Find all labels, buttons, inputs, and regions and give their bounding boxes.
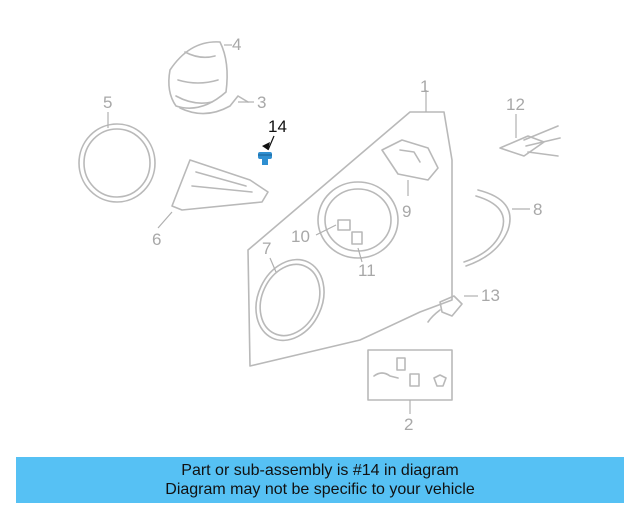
part-4-cap	[168, 41, 232, 109]
callout-3: 3	[257, 93, 266, 112]
part-5-seal-ring	[78, 112, 156, 203]
callout-1: 1	[420, 77, 429, 96]
callout-4: 4	[232, 35, 241, 54]
info-banner: Part or sub-assembly is #14 in diagram D…	[16, 457, 624, 503]
parts-diagram: 1 2 3 4 5 6 7 8 9 10 11 12 13 14	[78, 35, 561, 434]
part-13-small-socket	[427, 295, 478, 323]
callout-14: 14	[268, 117, 287, 136]
callout-2: 2	[404, 415, 413, 434]
callout-5: 5	[103, 93, 112, 112]
callout-7: 7	[262, 239, 271, 258]
part-7-lens	[255, 257, 325, 342]
callout-11: 11	[358, 261, 376, 280]
part-3-retainer	[179, 95, 254, 115]
callout-12: 12	[506, 95, 525, 114]
part-2-hardware-kit	[367, 349, 453, 414]
banner-line-part: Part or sub-assembly is #14 in diagram	[181, 462, 459, 479]
callout-8: 8	[533, 200, 542, 219]
callout-9: 9	[402, 202, 411, 221]
part-9-socket	[381, 139, 439, 196]
part-12-connector	[499, 114, 561, 157]
callout-10: 10	[291, 227, 310, 246]
callout-6: 6	[152, 230, 161, 249]
part-14-screw	[258, 135, 275, 165]
part-6-bracket	[157, 159, 269, 229]
part-1-headlamp-housing	[247, 90, 453, 367]
part-10-11-reflector	[315, 181, 399, 263]
callout-13: 13	[481, 286, 500, 305]
part-8-trim-strip	[463, 189, 530, 267]
banner-line-disclaimer: Diagram may not be specific to your vehi…	[165, 481, 475, 498]
